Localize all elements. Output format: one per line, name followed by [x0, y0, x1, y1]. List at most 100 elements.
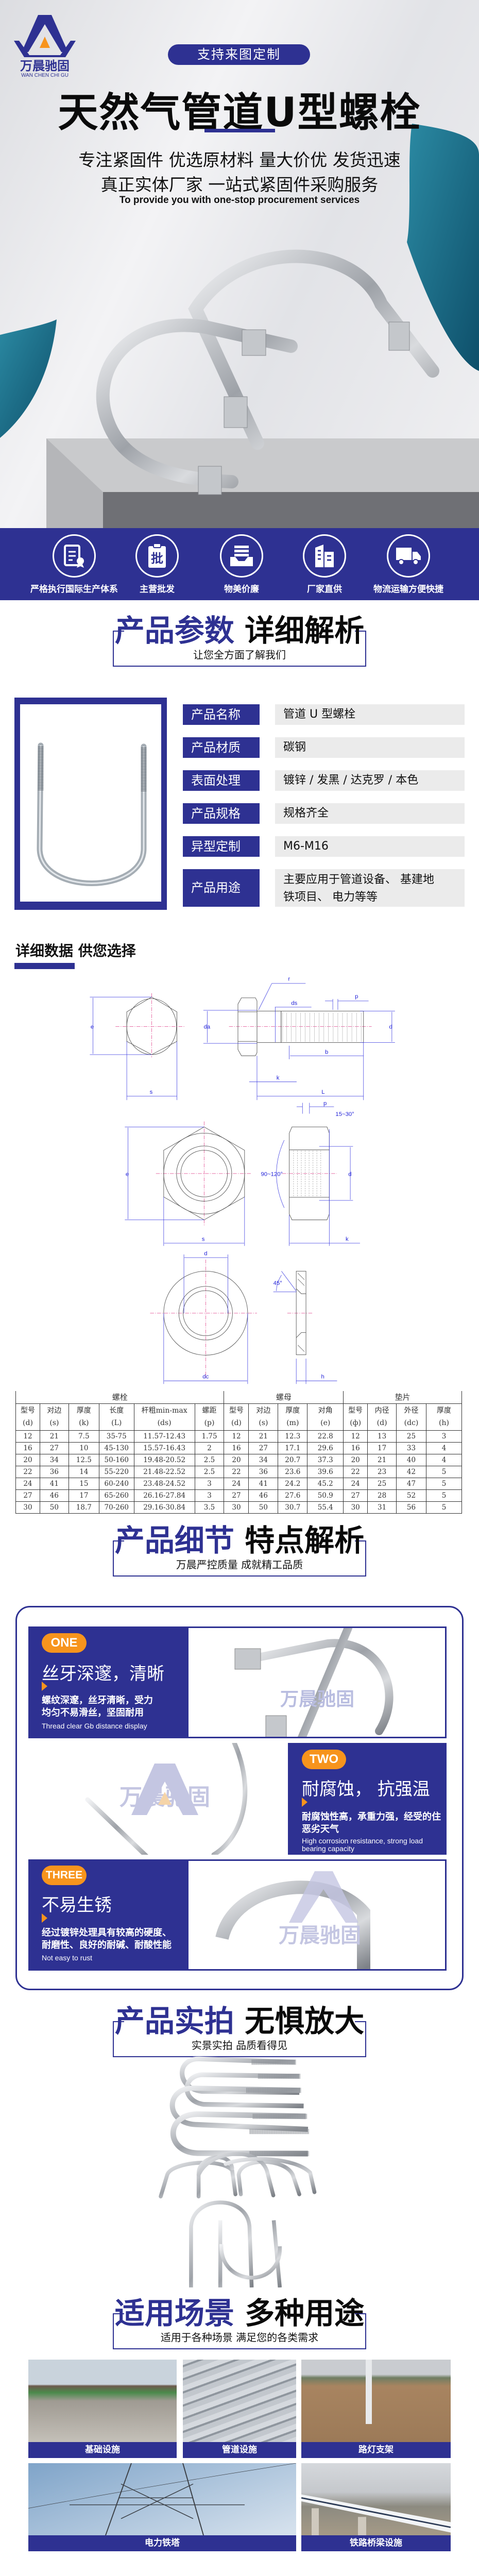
- table-cell: 3: [194, 1489, 225, 1502]
- table-cell: 12: [15, 1430, 40, 1443]
- table-cell: 23.48-24.52: [133, 1477, 195, 1490]
- label-b: b: [325, 1049, 328, 1055]
- table-cell: 18.7: [68, 1501, 99, 1514]
- table-cell: 20.7: [278, 1453, 308, 1466]
- scene-image-railway-bridge: [301, 2463, 451, 2535]
- table-cell: 25: [367, 1477, 397, 1490]
- param-value: M6-M16: [275, 836, 465, 857]
- table-cell: 65-260: [98, 1489, 134, 1502]
- triangle-marker-icon: [42, 1913, 47, 1923]
- scene-image-foundation: [28, 2360, 177, 2442]
- brand-logo: 万晨驰固 WAN CHEN CHI GU: [14, 15, 76, 78]
- table-cell: 30: [224, 1501, 249, 1514]
- label-ds: ds: [291, 1000, 297, 1006]
- heading-blue: 产品细节: [114, 1523, 234, 1558]
- table-cell: 12: [343, 1430, 368, 1443]
- label-e: e: [126, 1171, 129, 1177]
- table-cell: 24.2: [278, 1477, 308, 1490]
- feature-image-two: 万晨驰固: [28, 1743, 288, 1855]
- table-cell: 15: [68, 1477, 99, 1490]
- feature-image-one: 万晨驰固: [187, 1626, 447, 1738]
- product-image-frame: [14, 698, 167, 910]
- table-cell: 27: [224, 1489, 249, 1502]
- table-cell: 60-240: [98, 1477, 134, 1490]
- column-header-symbol: (d): [377, 1419, 387, 1427]
- table-cell: 30: [15, 1501, 40, 1514]
- table-cell: 4: [425, 1453, 463, 1466]
- table-cell: 22.8: [307, 1430, 344, 1443]
- table-group-header: 螺栓: [15, 1391, 225, 1404]
- table-cell: 39.6: [307, 1465, 344, 1478]
- column-header: 对边(s): [39, 1403, 69, 1431]
- washer-dimension-lines: [163, 1254, 337, 1384]
- feature-image-three: 万晨驰固: [187, 1859, 447, 1971]
- table-cell: 16: [224, 1442, 249, 1454]
- table-cell: 21: [39, 1430, 69, 1443]
- stacked-u-bolts-photo: [169, 2056, 310, 2157]
- table-cell: 34: [248, 1453, 279, 1466]
- heading-black: 无惧放大: [245, 2004, 365, 2039]
- heading-blue: 产品实拍: [114, 2004, 234, 2039]
- table-cell: 5: [425, 1465, 463, 1478]
- table-cell: 25: [396, 1430, 426, 1443]
- technical-drawings: r ds p e da d b k s L p 15~30° e s k d 9…: [90, 976, 395, 1384]
- param-label: 产品名称: [183, 704, 260, 725]
- table-cell: 5: [425, 1501, 463, 1514]
- logo-en-text: WAN CHEN CHI GU: [21, 73, 69, 78]
- feature-description: 耐腐蚀性高，承重力强，经受的住恶劣天气: [302, 1811, 441, 1835]
- table-cell: 12.3: [278, 1430, 308, 1443]
- detail-data-heading: 详细数据 供您选择: [15, 942, 136, 959]
- scenes-section-heading: 适用场景 多种用途 适用于各种场景 满足您的各类需求: [113, 2298, 366, 2349]
- title-underline: [204, 129, 275, 132]
- label-e: e: [91, 1024, 94, 1030]
- column-header-name: 对边: [256, 1406, 271, 1415]
- table-cell: 50: [39, 1501, 69, 1514]
- table-cell: 27: [343, 1489, 368, 1502]
- clipboard-wholesale-icon: 批: [135, 534, 179, 578]
- table-cell: 17: [68, 1489, 99, 1502]
- column-header: 型号(d): [224, 1403, 249, 1431]
- heading-black: 详细解析: [245, 613, 365, 648]
- table-cell: 27: [39, 1442, 69, 1454]
- label-s: s: [150, 1089, 153, 1095]
- table-cell: 20: [15, 1453, 40, 1466]
- heading-bar: [14, 963, 75, 969]
- table-cell: 4: [425, 1442, 463, 1454]
- label-p: p: [323, 1100, 327, 1107]
- label-r: r: [288, 976, 290, 982]
- label-angle-bevel: 45°: [273, 1280, 282, 1286]
- table-group-header: 垫片: [343, 1391, 462, 1404]
- label-h: h: [321, 1374, 324, 1380]
- column-header-name: 外径: [404, 1406, 419, 1415]
- table-cell: 12: [224, 1430, 249, 1443]
- metal-block: [46, 438, 479, 528]
- table-cell: 13: [367, 1430, 397, 1443]
- table-group-row: 螺栓螺母垫片: [15, 1391, 462, 1404]
- table-cell: 17.1: [278, 1442, 308, 1454]
- label-L: L: [321, 1089, 324, 1095]
- column-header-symbol: (k): [79, 1419, 89, 1427]
- table-cell: 46: [39, 1489, 69, 1502]
- table-cell: 41: [248, 1477, 279, 1490]
- table-cell: 37.3: [307, 1453, 344, 1466]
- param-value: 镀锌 / 发黑 / 达克罗 / 本色: [275, 770, 465, 791]
- column-header-symbol: (dc): [404, 1419, 419, 1427]
- table-cell: 21: [367, 1453, 397, 1466]
- bolt-dimension-lines: [90, 983, 395, 1114]
- feature-label: 物美价廉: [224, 584, 259, 595]
- column-header-symbol: (L): [111, 1419, 122, 1427]
- column-header-name: 型号: [348, 1406, 363, 1415]
- label-angle-chamfer: 90~120°: [261, 1171, 283, 1177]
- service-features-band: 严格执行国际生产体系 批 主营批发 物美价廉 厂家直供 物流运输方便快捷: [0, 528, 479, 600]
- label-k: k: [346, 1236, 349, 1242]
- column-header-symbol: (ф): [350, 1419, 362, 1427]
- badge-two: TWO: [302, 1750, 346, 1769]
- svg-text:批: 批: [151, 551, 163, 566]
- badge-one: ONE: [42, 1633, 87, 1653]
- heading-black: 多种用途: [245, 2296, 365, 2331]
- column-header: 对角(e): [307, 1403, 344, 1431]
- logo-watermark: 万晨驰固: [279, 1924, 361, 1947]
